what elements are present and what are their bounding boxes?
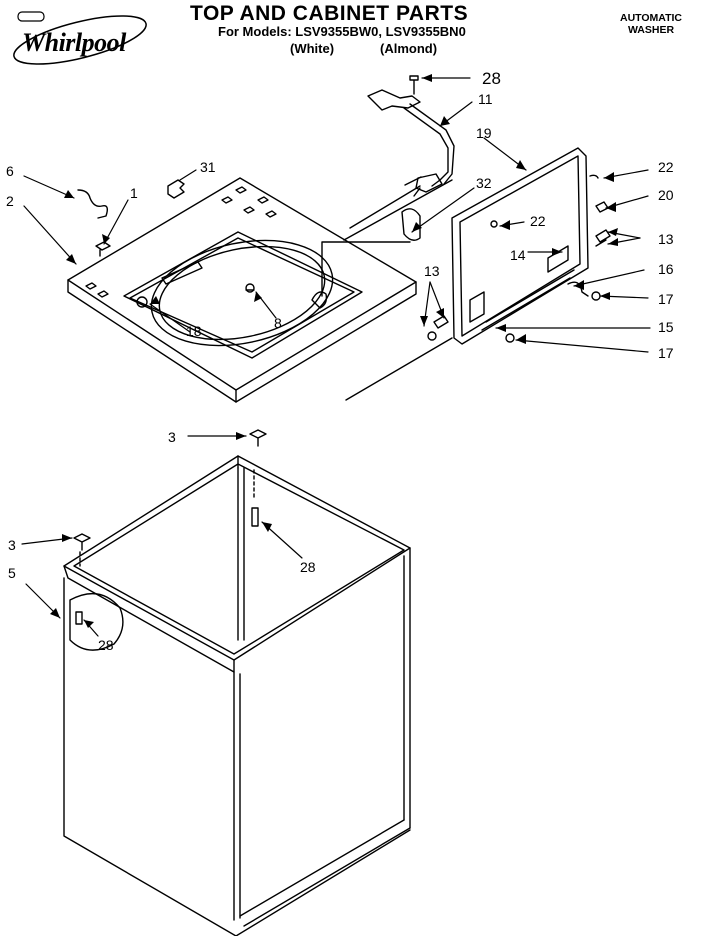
clip-part-3-lower (73, 533, 91, 551)
cabinet-part-5 (63, 455, 411, 936)
model-numbers: For Models: LSV9355BW0, LSV9355BN0 (218, 24, 466, 39)
callout-16: 16 (658, 261, 674, 277)
callout-1: 1 (130, 185, 138, 201)
callout-22-top: 22 (658, 159, 674, 175)
callout-31: 31 (200, 159, 216, 175)
page-title: TOP AND CABINET PARTS (190, 2, 469, 25)
logo-swoosh-icon (13, 11, 147, 65)
clip-part-1 (95, 241, 111, 257)
callout-3-lower: 3 (8, 537, 16, 553)
callout-14: 14 (510, 247, 526, 263)
wire-harness-part-11 (349, 89, 455, 229)
callout-17-lower: 17 (658, 345, 674, 361)
brand-name: Whirlpool (22, 28, 126, 57)
callout-11: 11 (478, 91, 493, 107)
clip-part-3-upper (249, 429, 267, 447)
callout-28-top: 28 (482, 69, 501, 88)
callout-17-upper: 17 (658, 291, 674, 307)
callout-3-upper: 3 (168, 429, 176, 445)
bracket-part-31 (167, 179, 185, 199)
callout-20: 20 (658, 187, 674, 203)
screw-part-28-lower (75, 611, 83, 625)
callout-28-middle: 28 (300, 559, 316, 575)
callout-15: 15 (658, 319, 674, 335)
callout-32: 32 (476, 175, 492, 191)
callout-6: 6 (6, 163, 14, 179)
leader-lines (21, 77, 651, 637)
callout-5: 5 (8, 565, 16, 581)
product-type: AUTOMATIC WASHER (619, 12, 683, 36)
lid-switch-part-32 (401, 208, 421, 241)
whirlpool-logo: Whirlpool (8, 6, 158, 68)
screw-part-28-middle (251, 469, 259, 527)
callout-2: 2 (6, 193, 14, 209)
color-almond-label: (Almond) (380, 41, 438, 56)
callout-28-lower: 28 (98, 637, 114, 653)
callout-8: 8 (274, 315, 282, 331)
washer-top-panel (67, 177, 417, 403)
control-console-part-19 (427, 147, 611, 345)
callout-13-left: 13 (424, 263, 440, 279)
screw-part-28-top (409, 75, 419, 95)
hinge-clip-part-6 (77, 189, 109, 219)
callout-19: 19 (476, 125, 492, 141)
callout-labels: 6 2 1 31 18 8 32 28 11 19 22 20 22 14 13… (6, 69, 674, 653)
screw-part-8 (245, 283, 255, 293)
damper-part-18 (136, 296, 148, 308)
callout-18: 18 (186, 323, 202, 339)
callout-22-mid: 22 (530, 213, 546, 229)
color-white-label: (White) (290, 41, 335, 56)
arrowheads (50, 74, 618, 628)
callout-13-right: 13 (658, 231, 674, 247)
